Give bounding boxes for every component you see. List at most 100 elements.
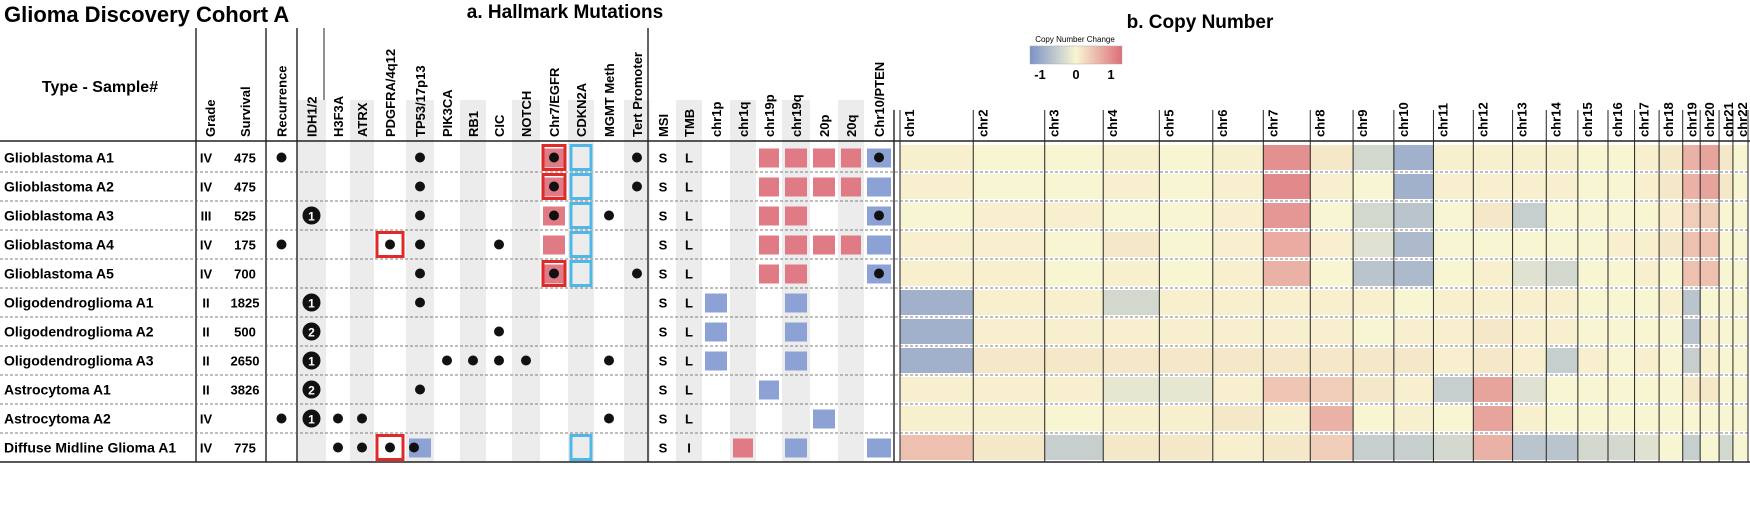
sample-name: Glioblastoma A1: [4, 150, 114, 166]
survival-value: 3826: [231, 383, 260, 398]
gain-block: [785, 206, 807, 226]
heatmap-cell: [1212, 174, 1264, 199]
grade-value: IV: [200, 180, 213, 195]
gain-block: [813, 177, 835, 197]
mutation-dot: [333, 413, 343, 424]
heatmap-cell: [1263, 261, 1311, 286]
heatmap-cell: [1607, 290, 1635, 315]
mutation-dot: [874, 210, 884, 221]
heatmap-cell: [900, 406, 974, 431]
heatmap-cell: [1353, 319, 1394, 344]
msi-value: S: [659, 383, 668, 398]
sample-name: Diffuse Midline Glioma A1: [4, 440, 176, 456]
chromosome-label: chr10: [1396, 102, 1411, 137]
grade-value: IV: [200, 238, 213, 253]
loss-block: [867, 438, 891, 458]
msi-value: S: [659, 267, 668, 282]
highlight-box: [569, 260, 593, 287]
heatmap-cell: [1103, 319, 1160, 344]
heatmap-cell: [1512, 435, 1547, 460]
survival-value: 2650: [231, 354, 260, 369]
column-header: CIC: [492, 114, 507, 137]
legend-tick-mid: 0: [1072, 67, 1079, 82]
heatmap-cell: [1393, 145, 1434, 170]
loss-block: [867, 177, 891, 197]
heatmap-cell: [1212, 203, 1264, 228]
column-header: Chr10/PTEN: [872, 62, 887, 137]
mutation-dot: [302, 206, 321, 225]
survival-value: 500: [234, 325, 256, 340]
gain-block: [841, 148, 861, 168]
heatmap-cell: [1473, 290, 1513, 315]
column-header: chr19q: [789, 94, 804, 137]
sample-name: Astrocytoma A2: [4, 411, 111, 427]
tmb-value: L: [685, 180, 693, 195]
mutation-dot: [276, 413, 287, 424]
heatmap-cell: [1433, 319, 1474, 344]
highlight-box: [569, 231, 593, 258]
heatmap-cell: [1044, 174, 1104, 199]
msi-value: S: [659, 412, 668, 427]
heatmap-cell: [1700, 290, 1720, 315]
mutation-dot: [632, 152, 642, 163]
heatmap-cell: [1634, 290, 1660, 315]
loss-block: [785, 438, 807, 458]
heatmap-cell: [1473, 435, 1513, 460]
heatmap-cell: [1310, 435, 1354, 460]
column-header: 20q: [844, 115, 859, 137]
sample-name: Glioblastoma A5: [4, 266, 114, 282]
chromosome-label: chr22: [1735, 102, 1750, 137]
heatmap-cell: [1263, 203, 1311, 228]
heatmap-cell: [1719, 348, 1733, 373]
tmb-value: L: [685, 325, 693, 340]
chromosome-label: chr4: [1105, 109, 1120, 137]
heatmap-cell: [1732, 174, 1748, 199]
heatmap-cell: [1682, 232, 1701, 257]
loss-block: [705, 322, 727, 342]
heatmap-cell: [1159, 232, 1213, 257]
msi-value: S: [659, 238, 668, 253]
heatmap-cell: [1433, 232, 1474, 257]
heatmap-cell: [1719, 261, 1733, 286]
chromosome-label: chr18: [1661, 102, 1676, 137]
heatmap-cell: [1546, 348, 1578, 373]
mutation-dot: [415, 181, 425, 192]
grade-value: II: [202, 354, 209, 369]
heatmap-cell: [1634, 174, 1660, 199]
heatmap-cell: [1546, 377, 1578, 402]
mutation-dot: [494, 355, 504, 366]
heatmap-cell: [1044, 377, 1104, 402]
mutation-dot: [468, 355, 478, 366]
heatmap-cell: [1103, 174, 1160, 199]
heatmap-cell: [1159, 261, 1213, 286]
heatmap-cell: [973, 174, 1045, 199]
gain-block: [785, 177, 807, 197]
loss-block: [867, 235, 891, 255]
mutation-dot: [276, 239, 287, 250]
heatmap-cell: [1353, 145, 1394, 170]
heatmap-cell: [1353, 348, 1394, 373]
heatmap-cell: [1353, 203, 1394, 228]
heatmap-cell: [1433, 261, 1474, 286]
heatmap-cell: [1732, 406, 1748, 431]
heatmap-cell: [1682, 406, 1701, 431]
heatmap-cell: [1353, 232, 1394, 257]
heatmap-cell: [973, 319, 1045, 344]
tmb-value: L: [685, 296, 693, 311]
heatmap-cell: [1634, 319, 1660, 344]
heatmap-cell: [1607, 406, 1635, 431]
heatmap-cell: [1546, 203, 1578, 228]
heatmap-cell: [1607, 435, 1635, 460]
heatmap-cell: [1546, 435, 1578, 460]
heatmap-cell: [1607, 174, 1635, 199]
heatmap-cell: [1634, 406, 1660, 431]
gain-block: [841, 177, 861, 197]
idh-type: 1: [308, 297, 315, 311]
survival-value: 475: [234, 151, 256, 166]
loss-block: [785, 322, 807, 342]
column-header: CDKN2A: [574, 82, 589, 137]
heatmap-cell: [1393, 261, 1434, 286]
column-header: Tert Promoter: [630, 52, 645, 137]
heatmap-cell: [900, 261, 974, 286]
